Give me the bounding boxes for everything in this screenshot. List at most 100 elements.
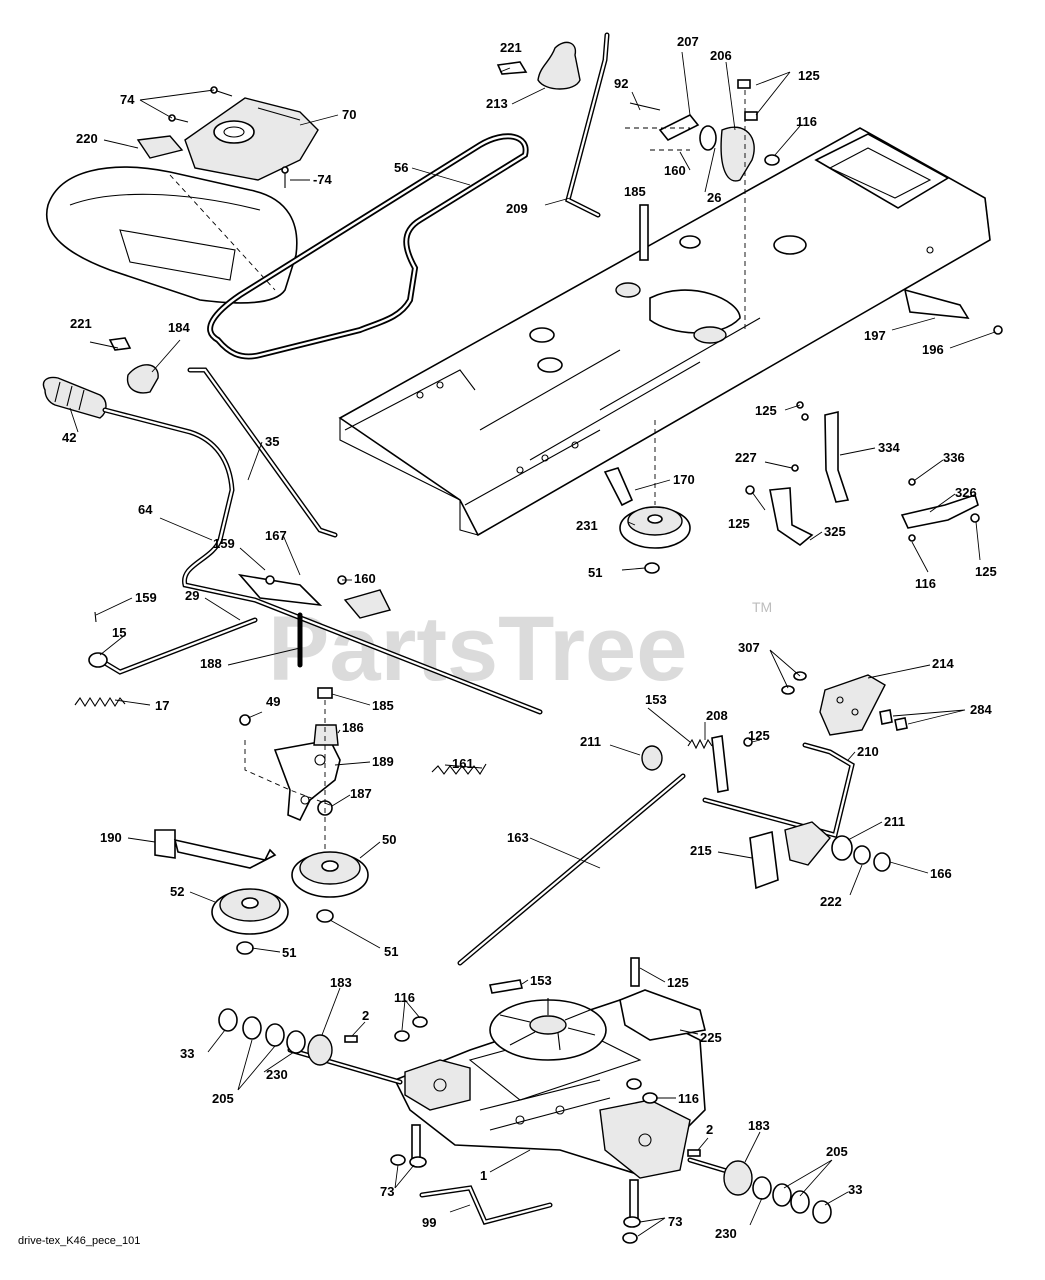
bushing-183b-part[interactable] xyxy=(723,1160,753,1196)
pivot-bracket-167-part[interactable] xyxy=(237,573,392,619)
key-2a-part[interactable] xyxy=(344,1035,358,1043)
callout-220: 220 xyxy=(76,131,98,146)
callout-73a: 73 xyxy=(380,1184,394,1199)
bracket-325-part[interactable] xyxy=(769,487,814,547)
bolt-125d-part[interactable] xyxy=(970,513,980,523)
bracket-225-part[interactable] xyxy=(619,989,706,1041)
spring-17-part[interactable] xyxy=(74,696,126,708)
cooling-fan-part[interactable] xyxy=(489,998,607,1061)
nut-51b-part[interactable] xyxy=(316,909,334,923)
pulley-50-part[interactable] xyxy=(291,851,369,898)
washer-230b-part[interactable] xyxy=(752,1176,772,1200)
callout-284: 284 xyxy=(970,702,992,717)
nut-51a-part[interactable] xyxy=(644,562,660,574)
belt-guide-190-part[interactable] xyxy=(154,829,277,869)
grip-part[interactable] xyxy=(136,135,184,159)
clip-33a-part[interactable] xyxy=(218,1008,238,1032)
bolt-196-part[interactable] xyxy=(993,325,1003,335)
belt-guide-170-part[interactable] xyxy=(603,467,634,507)
callout-160a: 160 xyxy=(664,163,686,178)
callout-210: 210 xyxy=(857,744,879,759)
washer-15-part[interactable] xyxy=(88,652,108,668)
callout-125f: 125 xyxy=(667,975,689,990)
callout-184: 184 xyxy=(168,320,190,335)
nut-116c-part[interactable] xyxy=(394,1016,428,1042)
callout-183b: 183 xyxy=(748,1118,770,1133)
callout-166: 166 xyxy=(930,866,952,881)
callout-125d: 125 xyxy=(975,564,997,579)
shift-bracket-part[interactable] xyxy=(625,79,780,330)
callout-49: 49 xyxy=(266,694,280,709)
bolt-336-part[interactable] xyxy=(908,478,916,486)
callout-52: 52 xyxy=(170,884,184,899)
bolt-227-part[interactable] xyxy=(791,464,799,472)
latch-184-part[interactable] xyxy=(108,337,159,394)
pedal-bracket-part[interactable] xyxy=(784,821,831,866)
pulley-52-part[interactable] xyxy=(211,888,289,935)
callout-labels: 74 70 220 -74 56 221 213 207 92 206 125 … xyxy=(62,34,997,1241)
callout-51b: 51 xyxy=(384,944,398,959)
washer-307-part[interactable] xyxy=(781,671,807,695)
washer-211b-part[interactable] xyxy=(831,835,853,861)
washer-205b-part[interactable] xyxy=(772,1183,792,1207)
callout-29: 29 xyxy=(185,588,199,603)
bracket-326-part[interactable] xyxy=(900,493,979,529)
pin-185-part[interactable] xyxy=(639,204,649,261)
washer-222-part[interactable] xyxy=(853,845,871,865)
hand-grip-42-part[interactable] xyxy=(42,376,107,419)
diagram-caption: drive-tex_K46_pece_101 xyxy=(18,1235,140,1247)
bolt-185b-part[interactable] xyxy=(317,687,333,699)
bushing-183a-part[interactable] xyxy=(307,1034,333,1066)
pin-159-part[interactable] xyxy=(94,611,97,623)
nut-116d-part[interactable] xyxy=(626,1078,658,1104)
bolt-116b-part[interactable] xyxy=(908,534,916,542)
washer-205a2-part[interactable] xyxy=(265,1023,285,1047)
idler-bracket-189-part[interactable] xyxy=(273,739,341,822)
transaxle-1-part[interactable] xyxy=(393,999,706,1179)
callout-334: 334 xyxy=(878,440,900,455)
console-cover-part[interactable] xyxy=(184,97,319,181)
callout-187: 187 xyxy=(350,786,372,801)
callout-214: 214 xyxy=(932,656,954,671)
bolt-74-part[interactable] xyxy=(168,86,289,188)
callout-307: 307 xyxy=(738,640,760,655)
callout-185a: 185 xyxy=(624,184,646,199)
bracket-334-part[interactable] xyxy=(796,401,850,503)
watermark-trademark: TM xyxy=(752,599,772,615)
callout-159b: 159 xyxy=(135,590,157,605)
callout-64: 64 xyxy=(138,502,153,517)
washer-205b2-part[interactable] xyxy=(790,1190,810,1214)
washer-205a-part[interactable] xyxy=(242,1016,262,1040)
bolt-73a-part[interactable] xyxy=(390,1124,427,1168)
nut-51c-part[interactable] xyxy=(236,941,254,955)
arm-153a-part[interactable] xyxy=(711,735,729,793)
spring-161-part[interactable] xyxy=(431,763,487,775)
callout-211b: 211 xyxy=(884,814,905,829)
callout-188: 188 xyxy=(200,656,222,671)
pulley-231-part[interactable] xyxy=(619,506,691,549)
clip-166-part[interactable] xyxy=(873,852,891,872)
spring-208-part[interactable] xyxy=(687,738,713,750)
pedal-pad-214-part[interactable] xyxy=(819,674,886,736)
fender-part[interactable] xyxy=(45,166,298,304)
callout-205b: 205 xyxy=(826,1144,848,1159)
callout-190: 190 xyxy=(100,830,122,845)
clip-33b-part[interactable] xyxy=(812,1200,832,1224)
lift-rod-35-part[interactable] xyxy=(187,367,338,538)
callout-230b: 230 xyxy=(715,1226,737,1241)
clip-284-part[interactable] xyxy=(879,709,908,731)
bolt-125f-part[interactable] xyxy=(630,957,640,987)
bolt-49-part[interactable] xyxy=(239,714,251,726)
bracket-215-part[interactable] xyxy=(749,830,779,890)
bolt-73b-part[interactable] xyxy=(622,1179,641,1244)
frame-chassis-part[interactable] xyxy=(338,127,991,537)
bracket-197-part[interactable] xyxy=(903,288,970,319)
clip-153b-part[interactable] xyxy=(489,979,523,994)
bushing-211a-part[interactable] xyxy=(641,745,663,771)
callout-221a: 221 xyxy=(500,40,522,55)
washer-230a-part[interactable] xyxy=(286,1030,306,1054)
key-2b-part[interactable] xyxy=(687,1149,701,1157)
shift-knob-part[interactable] xyxy=(496,41,581,90)
spacer-186-part[interactable] xyxy=(313,724,339,746)
